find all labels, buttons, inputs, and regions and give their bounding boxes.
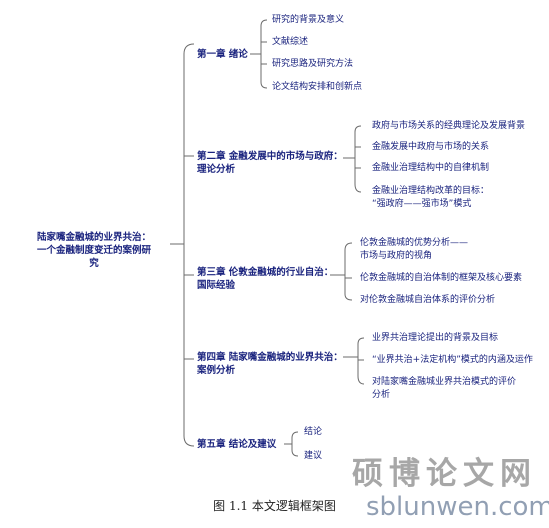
root-title-line-2: 一个金融制度变迁的案例研 [36, 245, 151, 256]
chapter-4-item: 对陆家嘴金融城业界共治模式的评价分析 [372, 377, 517, 400]
chapter-3-item: 对伦敦金融城自治体系的评价分析 [360, 295, 496, 305]
chapter-2-item: 金融业治理结构改革的目标：“强政府——强市场”模式 [372, 186, 490, 209]
chapter-3-item: 伦敦金融城的优势分析——市场与政府的视角 [360, 238, 469, 261]
chapter-3-node: 第三章 伦敦金融城的行业自治：国际经验 [197, 267, 334, 291]
watermark-text: 硕博论文网 [352, 456, 537, 492]
chapter-3-item: 伦敦金融城的自治体制的框架及核心要素 [360, 273, 523, 283]
chapter-5-item: 建议 [304, 451, 323, 461]
figure-caption: 图 1.1 本文逻辑框架图 [213, 499, 336, 513]
chapter-2-node: 第二章 金融发展中的市场与政府：理论分析 [197, 151, 343, 175]
chapter-4-item: 业界共治理论提出的背景及目标 [372, 333, 499, 343]
chapter-5-node: 第五章 结论及建议 [197, 439, 277, 450]
chapter-1-item: 文献综述 [272, 37, 309, 47]
chapter-2-item: 政府与市场关系的经典理论及发展背景 [372, 121, 526, 131]
chapter-2-item: 金融业治理结构中的自律机制 [372, 163, 490, 173]
chapter-2-item: 金融发展中政府与市场的关系 [372, 142, 490, 152]
chapter-1-item: 研究的背景及意义 [272, 15, 345, 25]
chapter-5-item: 结论 [304, 427, 323, 437]
root-title: 陆家嘴金融城的业界共治： 一个金融制度变迁的案例研 究 [20, 231, 168, 270]
root-title-line-1: 陆家嘴金融城的业界共治： [36, 232, 151, 243]
chapter-4-node: 第四章 陆家嘴金融城的业界共治：案例分析 [197, 352, 343, 376]
chapter-4-item: “业界共治+法定机构”模式的内涵及运作 [372, 355, 533, 365]
root-title-line-3: 究 [89, 258, 99, 269]
chapter-1-item: 论文结构安排和创新点 [272, 82, 363, 92]
chapter-1-item: 研究思路及研究方法 [272, 59, 354, 69]
watermark-url: sblunwen.com [366, 492, 549, 522]
chapter-1-node: 第一章 绪论 [197, 49, 248, 60]
